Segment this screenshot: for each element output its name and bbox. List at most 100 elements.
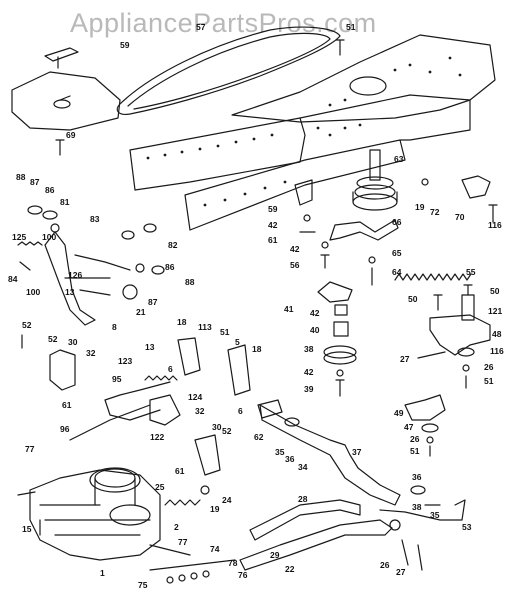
label-52: 52	[22, 320, 32, 330]
label-51c: 51	[410, 446, 420, 456]
washer-86-right	[135, 263, 145, 273]
label-57: 57	[196, 22, 206, 32]
label-86: 86	[45, 185, 55, 195]
idler-arm-66	[329, 219, 399, 241]
label-81: 81	[60, 197, 70, 207]
label-74: 74	[210, 544, 220, 554]
bolt-51-top	[335, 39, 345, 56]
label-42d: 42	[304, 367, 314, 377]
bushing-40	[333, 321, 349, 337]
knob-87	[122, 284, 138, 300]
bolt-39	[335, 379, 345, 397]
label-77: 77	[25, 444, 35, 454]
spring-25	[164, 499, 201, 506]
label-51: 51	[346, 22, 356, 32]
bolt-50-left	[433, 294, 443, 311]
label-78: 78	[228, 558, 238, 568]
label-26b: 26	[410, 434, 420, 444]
bracket-122	[149, 394, 181, 426]
frame-rail-right	[299, 94, 471, 141]
label-69: 69	[66, 130, 76, 140]
label-64: 64	[392, 267, 402, 277]
washer-36-left	[284, 417, 300, 427]
label-88: 88	[16, 172, 26, 182]
bushing-62	[257, 399, 283, 419]
washer-42b	[321, 241, 329, 249]
label-51b: 51	[484, 376, 494, 386]
label-26: 26	[484, 362, 494, 372]
washer-19-lower	[200, 485, 210, 495]
label-51d: 51	[220, 327, 230, 337]
part-labels: 57 51 59 69 63 88 87 86 81 83 82 125 100…	[8, 22, 504, 590]
label-38: 38	[304, 344, 314, 354]
bracket-41	[317, 281, 353, 303]
washer-88-left	[42, 210, 58, 220]
label-62: 62	[254, 432, 264, 442]
label-125: 125	[12, 232, 26, 242]
washer-42c	[336, 369, 344, 377]
label-122: 122	[150, 432, 164, 442]
bolt-69-a	[55, 139, 65, 156]
washer-47	[421, 423, 439, 433]
label-25: 25	[155, 482, 165, 492]
label-88b: 88	[185, 277, 195, 287]
frame-rail-lower	[184, 139, 406, 231]
label-42b: 42	[290, 244, 300, 254]
bracket-30-mid	[194, 434, 221, 476]
label-76: 76	[238, 570, 248, 580]
label-70: 70	[455, 212, 465, 222]
label-26c: 26	[380, 560, 390, 570]
drive-belt	[116, 26, 341, 115]
pulley-63	[352, 149, 398, 211]
label-2: 2	[174, 522, 179, 532]
label-65: 65	[392, 248, 402, 258]
bolt-116-top	[488, 204, 498, 223]
label-86b: 86	[165, 262, 175, 272]
label-15: 15	[22, 524, 32, 534]
label-50: 50	[408, 294, 418, 304]
label-32: 32	[86, 348, 96, 358]
bracket-59	[294, 179, 313, 206]
label-19b: 19	[210, 504, 220, 514]
label-87b: 87	[148, 297, 158, 307]
label-48: 48	[492, 329, 502, 339]
washer-88-right	[151, 265, 165, 275]
bolt-26-lower	[401, 539, 409, 566]
label-42: 42	[268, 220, 278, 230]
label-35b: 35	[430, 510, 440, 520]
label-10: 13	[65, 287, 75, 297]
label-116: 116	[488, 220, 502, 230]
front-frame-hole	[53, 99, 71, 109]
bracket-49	[404, 394, 446, 421]
bracket-30-left	[49, 349, 76, 391]
label-37: 37	[352, 447, 362, 457]
label-42c: 42	[310, 308, 320, 318]
bolt-84	[19, 261, 31, 271]
washer-36-right	[410, 485, 426, 495]
label-66: 66	[392, 217, 402, 227]
frame-hole	[349, 76, 387, 96]
spring-55	[394, 273, 472, 281]
axle-74	[149, 559, 236, 571]
label-19: 19	[415, 202, 425, 212]
watermark: AppliancePartsPros.com	[70, 8, 377, 38]
washer-26-mid	[426, 436, 434, 444]
frame-deck	[231, 34, 496, 123]
idler-pulley-38	[323, 345, 357, 359]
label-18b: 18	[252, 344, 262, 354]
label-100: 100	[42, 232, 56, 242]
transaxle-1	[17, 467, 191, 561]
label-59: 59	[120, 40, 130, 50]
label-87: 87	[30, 177, 40, 187]
label-40: 40	[310, 325, 320, 335]
frame-rail-left	[129, 117, 306, 191]
bolt-50-right	[463, 284, 473, 296]
label-123: 123	[118, 356, 132, 366]
washer-19	[421, 178, 429, 186]
label-95: 95	[112, 374, 122, 384]
label-118: 116	[490, 346, 504, 356]
label-77b: 77	[178, 537, 188, 547]
spring-124	[144, 375, 178, 381]
label-96: 96	[60, 424, 70, 434]
label-34: 34	[298, 462, 308, 472]
